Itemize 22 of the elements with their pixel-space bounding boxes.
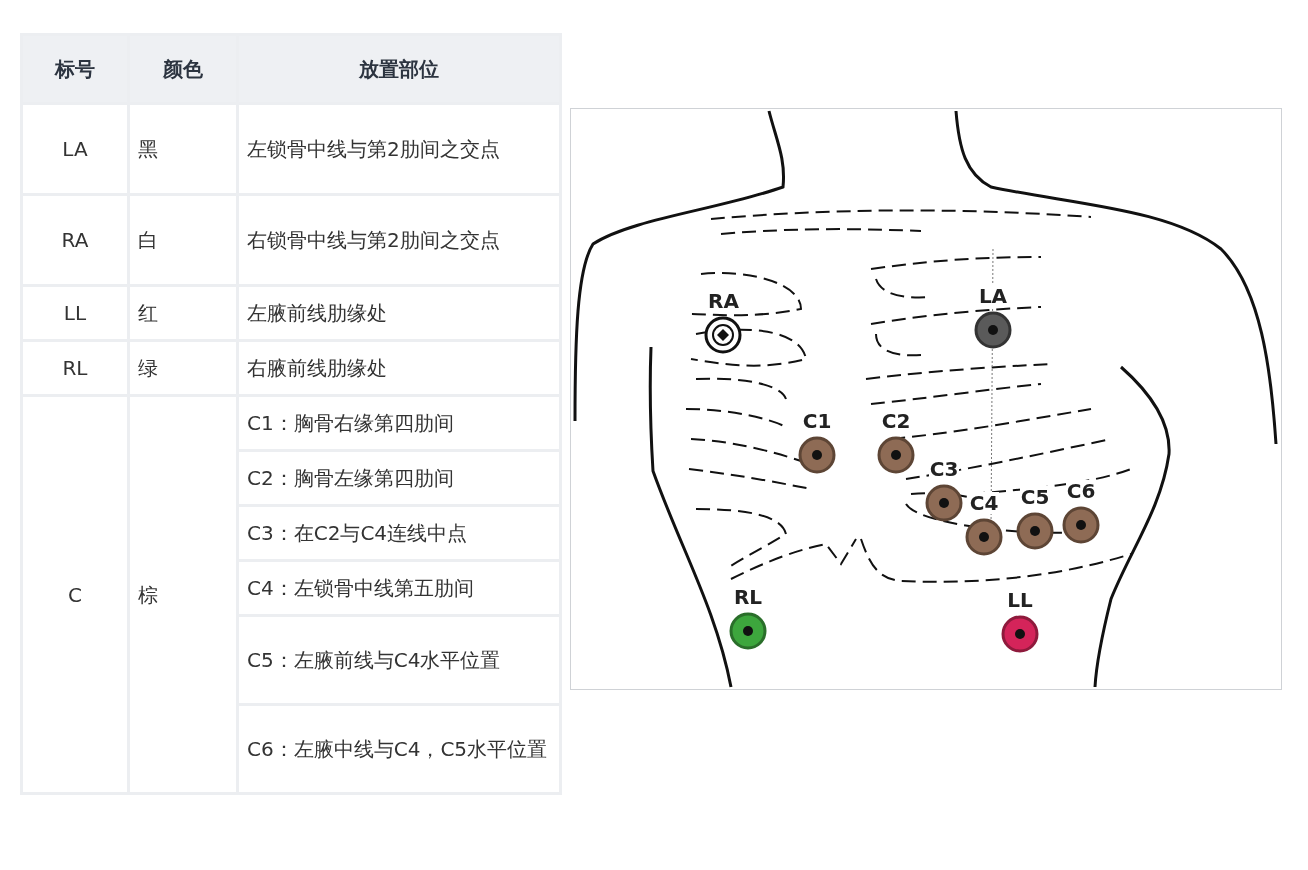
lead-code-cell: RA bbox=[23, 196, 127, 284]
color-cell: 绿 bbox=[130, 342, 236, 394]
color-cell: 白 bbox=[130, 196, 236, 284]
color-cell: 黑 bbox=[130, 105, 236, 193]
lead-code-cell: C bbox=[23, 397, 127, 792]
placement-cell: C3：在C2与C4连线中点 bbox=[239, 507, 559, 559]
placement-cell: C6：左腋中线与C4，C5水平位置 bbox=[239, 706, 559, 792]
electrode-label: LA bbox=[978, 285, 1008, 307]
placement-cell: 左腋前线肋缘处 bbox=[239, 287, 559, 339]
placement-cell: C4：左锁骨中线第五肋间 bbox=[239, 562, 559, 614]
placement-cell: C1：胸骨右缘第四肋间 bbox=[239, 397, 559, 449]
lead-code-cell: RL bbox=[23, 342, 127, 394]
placement-cell: C2：胸骨左缘第四肋间 bbox=[239, 452, 559, 504]
color-cell: 棕 bbox=[130, 397, 236, 792]
placement-cell: 右腋前线肋缘处 bbox=[239, 342, 559, 394]
lead-code-cell: LL bbox=[23, 287, 127, 339]
placement-cell: 左锁骨中线与第2肋间之交点 bbox=[239, 105, 559, 193]
placement-cell: 右锁骨中线与第2肋间之交点 bbox=[239, 196, 559, 284]
placement-cell: C5：左腋前线与C4水平位置 bbox=[239, 617, 559, 703]
color-cell: 红 bbox=[130, 287, 236, 339]
electrode-label: C4 bbox=[969, 492, 999, 514]
lead-code-cell: LA bbox=[23, 105, 127, 193]
